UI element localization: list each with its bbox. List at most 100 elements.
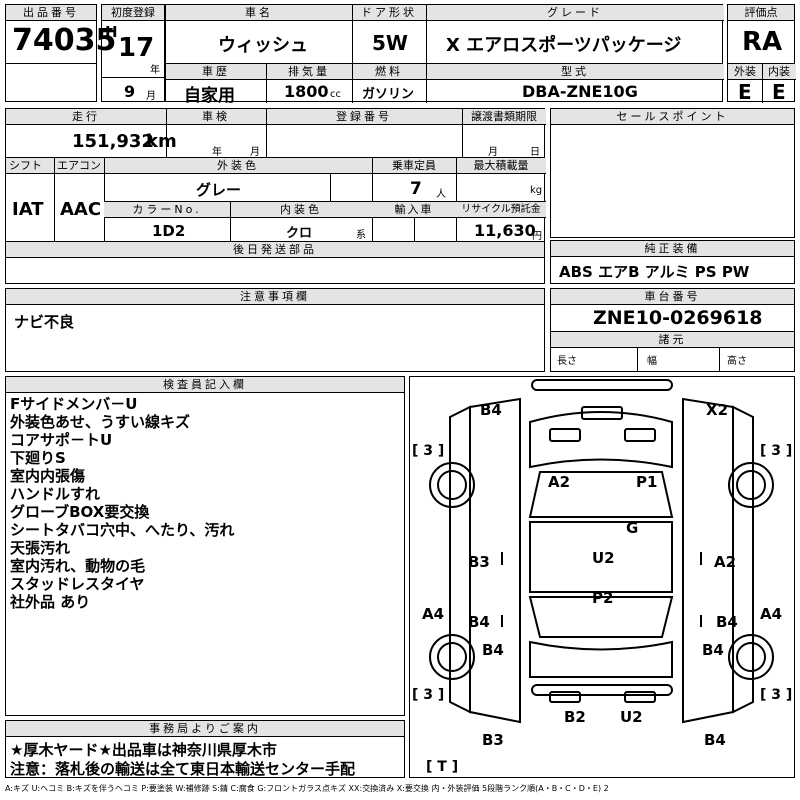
- inspection-label: 車検: [166, 109, 266, 125]
- car-diagram-box: B4 X2 A2 P1 G B3 U2 A2 A4 B4 P2 B4 A4 B4…: [409, 376, 795, 778]
- damage-mark: B4: [468, 613, 490, 631]
- tire-mark: [ T ]: [426, 759, 458, 775]
- selling-points-label: セールスポイント: [551, 109, 794, 125]
- damage-mark: U2: [592, 549, 615, 567]
- office-label: 事務局よりご案内: [6, 721, 404, 737]
- shift-label: シフト: [6, 158, 54, 174]
- inspector-line: Fサイドメンバ－U: [10, 395, 138, 413]
- era: H: [105, 23, 118, 41]
- year-unit: 年: [150, 65, 160, 76]
- damage-mark: B3: [468, 553, 490, 571]
- ext-grade: E: [738, 80, 752, 104]
- damage-mark: B4: [704, 731, 726, 749]
- notes-label: 注意事項欄: [6, 289, 544, 305]
- height-label: 高さ: [727, 356, 747, 367]
- inspection-year-unit: 年: [212, 147, 222, 158]
- grade-label: グレード: [426, 5, 724, 21]
- transfer-label: 譲渡書類期限: [462, 109, 546, 125]
- transfer-month-unit: 月: [488, 147, 498, 158]
- inspector-line: 天張汚れ: [10, 539, 71, 557]
- inspector-box: 検査員記入欄 Fサイドメンバ－U 外装色あせ、うすい線キズ コアサポ－トU 下廻…: [5, 376, 405, 716]
- damage-mark: B4: [702, 641, 724, 659]
- damage-mark: P2: [592, 589, 613, 607]
- month-unit: 月: [146, 91, 156, 102]
- inspector-line: コアサポ－トU: [10, 431, 113, 449]
- car-history: 自家用: [184, 86, 235, 106]
- damage-mark: B3: [482, 731, 504, 749]
- mileage-value: 151,932: [72, 131, 154, 152]
- score-label: 評価点: [728, 5, 794, 21]
- capacity-unit: 人: [436, 189, 446, 200]
- recycle-fee: 11,630: [474, 221, 536, 240]
- ac-label: エアコン: [54, 158, 104, 174]
- selling-points-box: セールスポイント: [550, 108, 795, 238]
- inspector-line: ハンドルすれ: [10, 485, 101, 503]
- exterior-color: グレー: [196, 181, 242, 199]
- load-label: 最大積載量: [456, 158, 546, 174]
- office-line-2: 注意：落札後の輸送は全て東日本輸送センター手配: [10, 760, 356, 778]
- import-label: 輸入車: [372, 202, 456, 218]
- equipment-label: 純正装備: [551, 241, 794, 257]
- inspector-line: シートタバコ穴中、へたり、汚れ: [10, 521, 235, 539]
- damage-mark: A2: [548, 473, 570, 491]
- color-number: 1D2: [152, 222, 186, 240]
- chassis-number: ZNE10-0269618: [593, 307, 763, 329]
- damage-mark: B4: [716, 613, 738, 631]
- model-code: DBA-ZNE10G: [522, 82, 638, 101]
- notes-box: 注意事項欄 ナビ不良: [5, 288, 545, 372]
- recycle-unit: 円: [532, 231, 542, 242]
- tire-mark: [ 3 ]: [760, 443, 792, 459]
- capacity-label: 乗車定員: [372, 158, 456, 174]
- ac-value: AAC: [60, 199, 102, 220]
- dims-label: 諸元: [551, 332, 794, 348]
- inspection-month-unit: 月: [250, 147, 260, 158]
- equipment-box: 純正装備 ABS エアB アルミ PS PW: [550, 240, 795, 284]
- main-info-box: 車名 ドア形状 グレード ウィッシュ 5W X エアロスポーツパッケージ 車歴 …: [165, 4, 724, 106]
- model-label: 型式: [426, 64, 724, 80]
- reg-no-label: 登録番号: [266, 109, 462, 125]
- ext-label: 外装: [728, 64, 762, 80]
- inspector-label: 検査員記入欄: [6, 377, 404, 393]
- fuel-type: ガソリン: [362, 87, 415, 102]
- lot-label: 出品番号: [6, 5, 96, 21]
- office-box: 事務局よりご案内 ★厚木ヤード★出品車は神奈川県厚木市 注意：落札後の輸送は全て…: [5, 720, 405, 778]
- reg-month: 9: [124, 82, 136, 101]
- damage-mark: X2: [706, 401, 728, 419]
- int-label: 内装: [762, 64, 796, 80]
- transfer-day-unit: 日: [530, 147, 540, 158]
- damage-mark: U2: [620, 708, 643, 726]
- first-reg-label: 初度登録: [102, 5, 164, 21]
- tire-mark: [ 3 ]: [412, 443, 444, 459]
- recycle-label: リサイクル預託金: [456, 202, 546, 218]
- shift-value: IAT: [12, 199, 44, 220]
- equipment-list: ABS エアB アルミ PS PW: [559, 263, 750, 281]
- color-label: 外装色: [104, 158, 372, 174]
- length-label: 長さ: [557, 356, 577, 367]
- first-registration-box: 初度登録 H 17 年 9 月: [101, 4, 165, 102]
- chassis-box: 車台番号 ZNE10-0269618 諸元 長さ 幅 高さ: [550, 288, 795, 372]
- car-diagram: B4 X2 A2 P1 G B3 U2 A2 A4 B4 P2 B4 A4 B4…: [412, 379, 792, 775]
- damage-mark: A4: [422, 605, 444, 623]
- damage-mark: P1: [636, 473, 657, 491]
- inspector-line: 社外品 あり: [10, 593, 91, 611]
- tire-mark: [ 3 ]: [760, 687, 792, 703]
- displacement: 1800: [284, 82, 329, 101]
- lot-number: 74035: [12, 23, 117, 58]
- damage-mark: A4: [760, 605, 782, 623]
- legend: A:キズ U:ヘコミ B:キズを伴うヘコミ P:要塗装 W:補修跡 S:錆 C:…: [5, 784, 609, 793]
- reg-year: 17: [118, 33, 155, 63]
- interior-color: クロ: [286, 226, 313, 241]
- chassis-label: 車台番号: [551, 289, 794, 305]
- door-label: ドア形状: [352, 5, 426, 21]
- door-type: 5W: [372, 31, 408, 55]
- int-color-unit: 系: [356, 230, 366, 241]
- load-unit: kg: [530, 185, 543, 196]
- color-no-label: カラーNo.: [104, 202, 230, 218]
- inspector-notes: Fサイドメンバ－U 外装色あせ、うすい線キズ コアサポ－トU 下廻りS 室内内張…: [10, 395, 234, 611]
- lot-box: 出品番号 74035: [5, 4, 116, 102]
- inspector-line: スタッドレスタイヤ: [10, 575, 145, 593]
- mileage-unit: km: [146, 131, 177, 152]
- fuel-label: 燃料: [352, 64, 426, 80]
- cc-label: 排気量: [266, 64, 352, 80]
- later-parts-label: 後日発送部品: [6, 242, 544, 258]
